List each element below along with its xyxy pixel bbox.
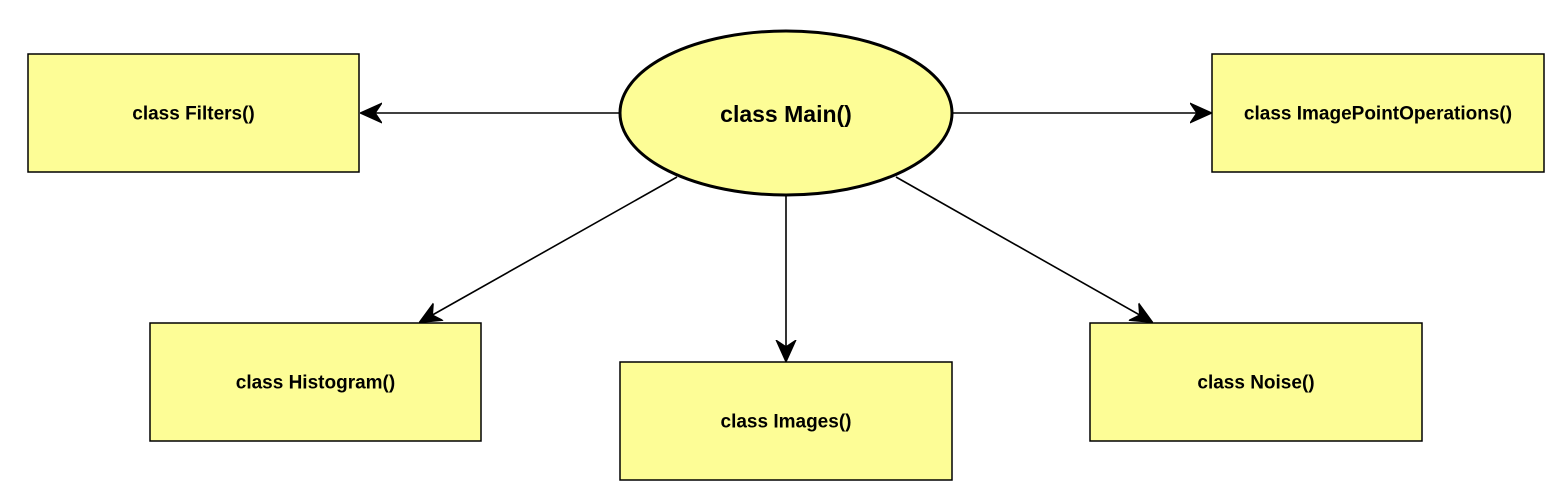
noise-box [1089, 322, 1423, 442]
node-main: class Main() [618, 29, 954, 197]
filters-label: class Filters() [132, 104, 255, 125]
main-label: class Main() [720, 101, 852, 127]
node-histogram: class Histogram() [149, 322, 482, 442]
node-images: class Images() [619, 361, 953, 481]
edges [361, 113, 1211, 361]
filters-box [27, 53, 360, 173]
node-image-point-operations: class ImagePointOperations() [1211, 53, 1545, 173]
edge-main-to-histogram [420, 176, 678, 322]
histogram-label: class Histogram() [236, 373, 395, 394]
image-point-operations-box [1211, 53, 1545, 173]
histogram-box [149, 322, 482, 442]
node-filters: class Filters() [27, 53, 360, 173]
node-noise: class Noise() [1089, 322, 1423, 442]
images-label: class Images() [721, 412, 852, 433]
image-point-operations-label: class ImagePointOperations() [1244, 104, 1512, 125]
images-box [619, 361, 953, 481]
edge-main-to-noise [895, 176, 1152, 322]
noise-label: class Noise() [1197, 373, 1314, 394]
main-ellipse [618, 29, 954, 197]
